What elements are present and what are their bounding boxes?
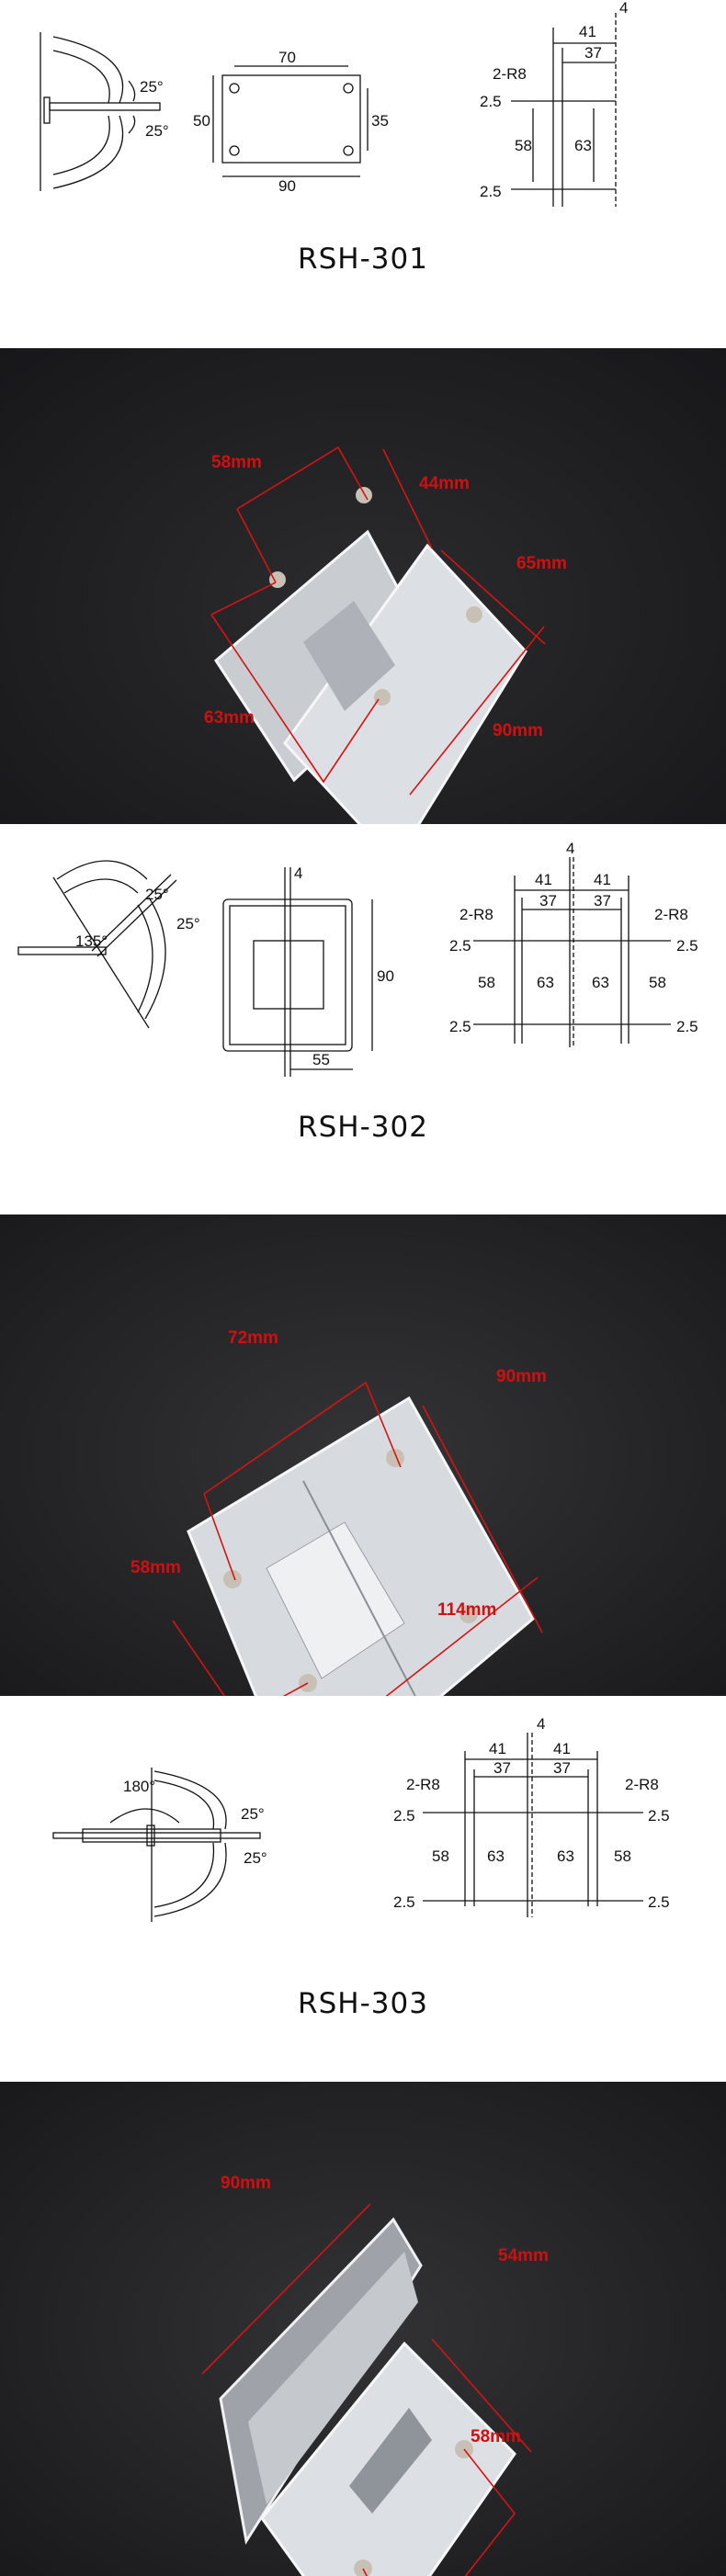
hinge-photo-3: 90mm 54mm 58mm (201, 2174, 549, 2576)
rsh302-photo: 72mm 90mm 58mm 114mm (0, 1215, 726, 1696)
rsh301-drawing: 25° 25° 70 90 50 35 41 37 2-R8 2.5 58 63… (40, 0, 628, 276)
height-58-right: 58 (614, 1847, 631, 1865)
radius-right: 2-R8 (625, 1776, 659, 1793)
swing-angle-bottom: 25° (145, 122, 169, 140)
width-inner-left: 37 (493, 1759, 511, 1777)
section-height-outer: 63 (574, 137, 592, 154)
swing-angle-b: 25° (176, 915, 200, 932)
hinge-lower-leaf (283, 543, 527, 824)
gap-top-left: 2.5 (449, 937, 471, 955)
section-gap-top: 2.5 (480, 93, 502, 110)
dim-label: 58mm (211, 453, 262, 472)
plate-width: 55 (312, 1051, 330, 1068)
swing-angle-a: 25° (145, 886, 169, 903)
section-width-outer: 41 (579, 23, 596, 40)
dim-label: 90mm (493, 721, 543, 740)
hinge-back-leaf (248, 2252, 418, 2504)
rsh301-swing-diagram: 25° 25° (40, 32, 169, 191)
rsh302-plate-diagram: 4 90 55 (222, 864, 394, 1077)
gap-top-right: 2.5 (676, 937, 698, 955)
rsh303-drawing-section: 180° 25° 25° 41 41 37 37 4 2-R8 2-R8 2.5… (0, 1696, 726, 2082)
model-title: RSH-302 (298, 1111, 428, 1144)
section-width-inner: 37 (584, 44, 602, 62)
gap-top-left: 2.5 (393, 1807, 415, 1825)
gap-bottom-left: 2.5 (393, 1893, 415, 1911)
section-radius: 2-R8 (493, 65, 527, 83)
width-inner-right: 37 (553, 1759, 571, 1777)
dim-label: 54mm (498, 2246, 549, 2265)
height-58-left: 58 (478, 974, 495, 991)
width-inner-right: 37 (594, 892, 611, 910)
dim-label: 90mm (221, 2174, 271, 2193)
plate-gap: 4 (294, 864, 302, 882)
dim-label: 65mm (516, 554, 567, 573)
model-title: RSH-301 (298, 243, 428, 276)
glass-thickness: 4 (537, 1715, 545, 1733)
height-63-left: 63 (537, 974, 554, 991)
gap-bottom-left: 2.5 (449, 1018, 471, 1035)
rsh302-drawing: 135° 25° 25° 4 90 55 41 41 37 37 4 2-R8 … (17, 840, 698, 1144)
width-inner-left: 37 (539, 892, 557, 910)
rsh302-section-diagram: 41 41 37 37 4 2-R8 2-R8 2.5 2.5 2.5 2.5 … (449, 840, 698, 1047)
swing-angle-b: 25° (244, 1849, 267, 1867)
swing-angle-a: 25° (241, 1805, 265, 1823)
width-outer-right: 41 (594, 871, 611, 888)
height-63-right: 63 (557, 1847, 574, 1865)
rsh301-plate-diagram: 70 90 50 35 (193, 49, 389, 195)
rsh301-photo: 58mm 44mm 65mm 63mm 90mm (0, 348, 726, 824)
plate-dim-bottom: 90 (278, 177, 296, 195)
plate-height: 90 (377, 967, 394, 985)
swing-angle-main: 135° (75, 932, 108, 950)
section-gap-bottom: 2.5 (480, 183, 502, 200)
radius-right: 2-R8 (654, 906, 688, 923)
plate-dim-right: 35 (371, 112, 389, 130)
rsh301-section-diagram: 41 37 2-R8 2.5 58 63 2.5 4 (480, 0, 628, 207)
hinge-photo-1: 58mm 44mm 65mm 63mm 90mm (204, 446, 567, 824)
rsh303-drawing: 180° 25° 25° 41 41 37 37 4 2-R8 2-R8 2.5… (52, 1715, 670, 2020)
width-outer-right: 41 (553, 1740, 571, 1757)
height-58-left: 58 (432, 1847, 449, 1865)
rsh303-section-diagram: 41 41 37 37 4 2-R8 2-R8 2.5 2.5 2.5 2.5 … (393, 1715, 670, 1917)
rsh302-swing-diagram: 135° 25° 25° (17, 860, 200, 1029)
hinge-recess (266, 1521, 405, 1679)
rsh302-drawing-section: 135° 25° 25° 4 90 55 41 41 37 37 4 2-R8 … (0, 824, 726, 1215)
plate-dim-top: 70 (278, 49, 296, 66)
gap-top-right: 2.5 (648, 1807, 670, 1825)
height-63-left: 63 (487, 1847, 505, 1865)
glass-thickness: 4 (566, 840, 574, 857)
width-outer-left: 41 (489, 1740, 506, 1757)
dim-label: 90mm (496, 1367, 547, 1386)
dim-label: 114mm (437, 1600, 496, 1620)
height-63-right: 63 (592, 974, 609, 991)
model-title: RSH-303 (298, 1987, 428, 2020)
rsh303-swing-diagram: 180° 25° 25° (52, 1768, 267, 1922)
plate-dim-left: 50 (193, 112, 210, 130)
radius-left: 2-R8 (459, 906, 493, 923)
swing-angle-top: 25° (140, 78, 164, 96)
radius-left: 2-R8 (406, 1776, 440, 1793)
height-58-right: 58 (649, 974, 666, 991)
swing-angle-main: 180° (123, 1778, 155, 1795)
section-height-inner: 58 (515, 137, 532, 154)
dim-label: 44mm (419, 474, 470, 493)
gap-bottom-right: 2.5 (648, 1893, 670, 1911)
dim-label: 63mm (204, 708, 255, 728)
hinge-recess (303, 601, 395, 711)
hinge-body (187, 1395, 535, 1696)
rsh301-drawing-section: 25° 25° 70 90 50 35 41 37 2-R8 2.5 58 63… (0, 0, 726, 348)
dim-label: 72mm (228, 1328, 278, 1348)
section-glass: 4 (619, 0, 628, 17)
hinge-photo-2: 72mm 90mm 58mm 114mm (130, 1328, 547, 1696)
hinge-slot (349, 2408, 432, 2514)
width-outer-left: 41 (535, 871, 552, 888)
rsh303-photo: 90mm 54mm 58mm (0, 2082, 726, 2576)
dim-label: 58mm (130, 1558, 181, 1577)
gap-bottom-right: 2.5 (676, 1018, 698, 1035)
dim-label: 58mm (471, 2427, 521, 2446)
